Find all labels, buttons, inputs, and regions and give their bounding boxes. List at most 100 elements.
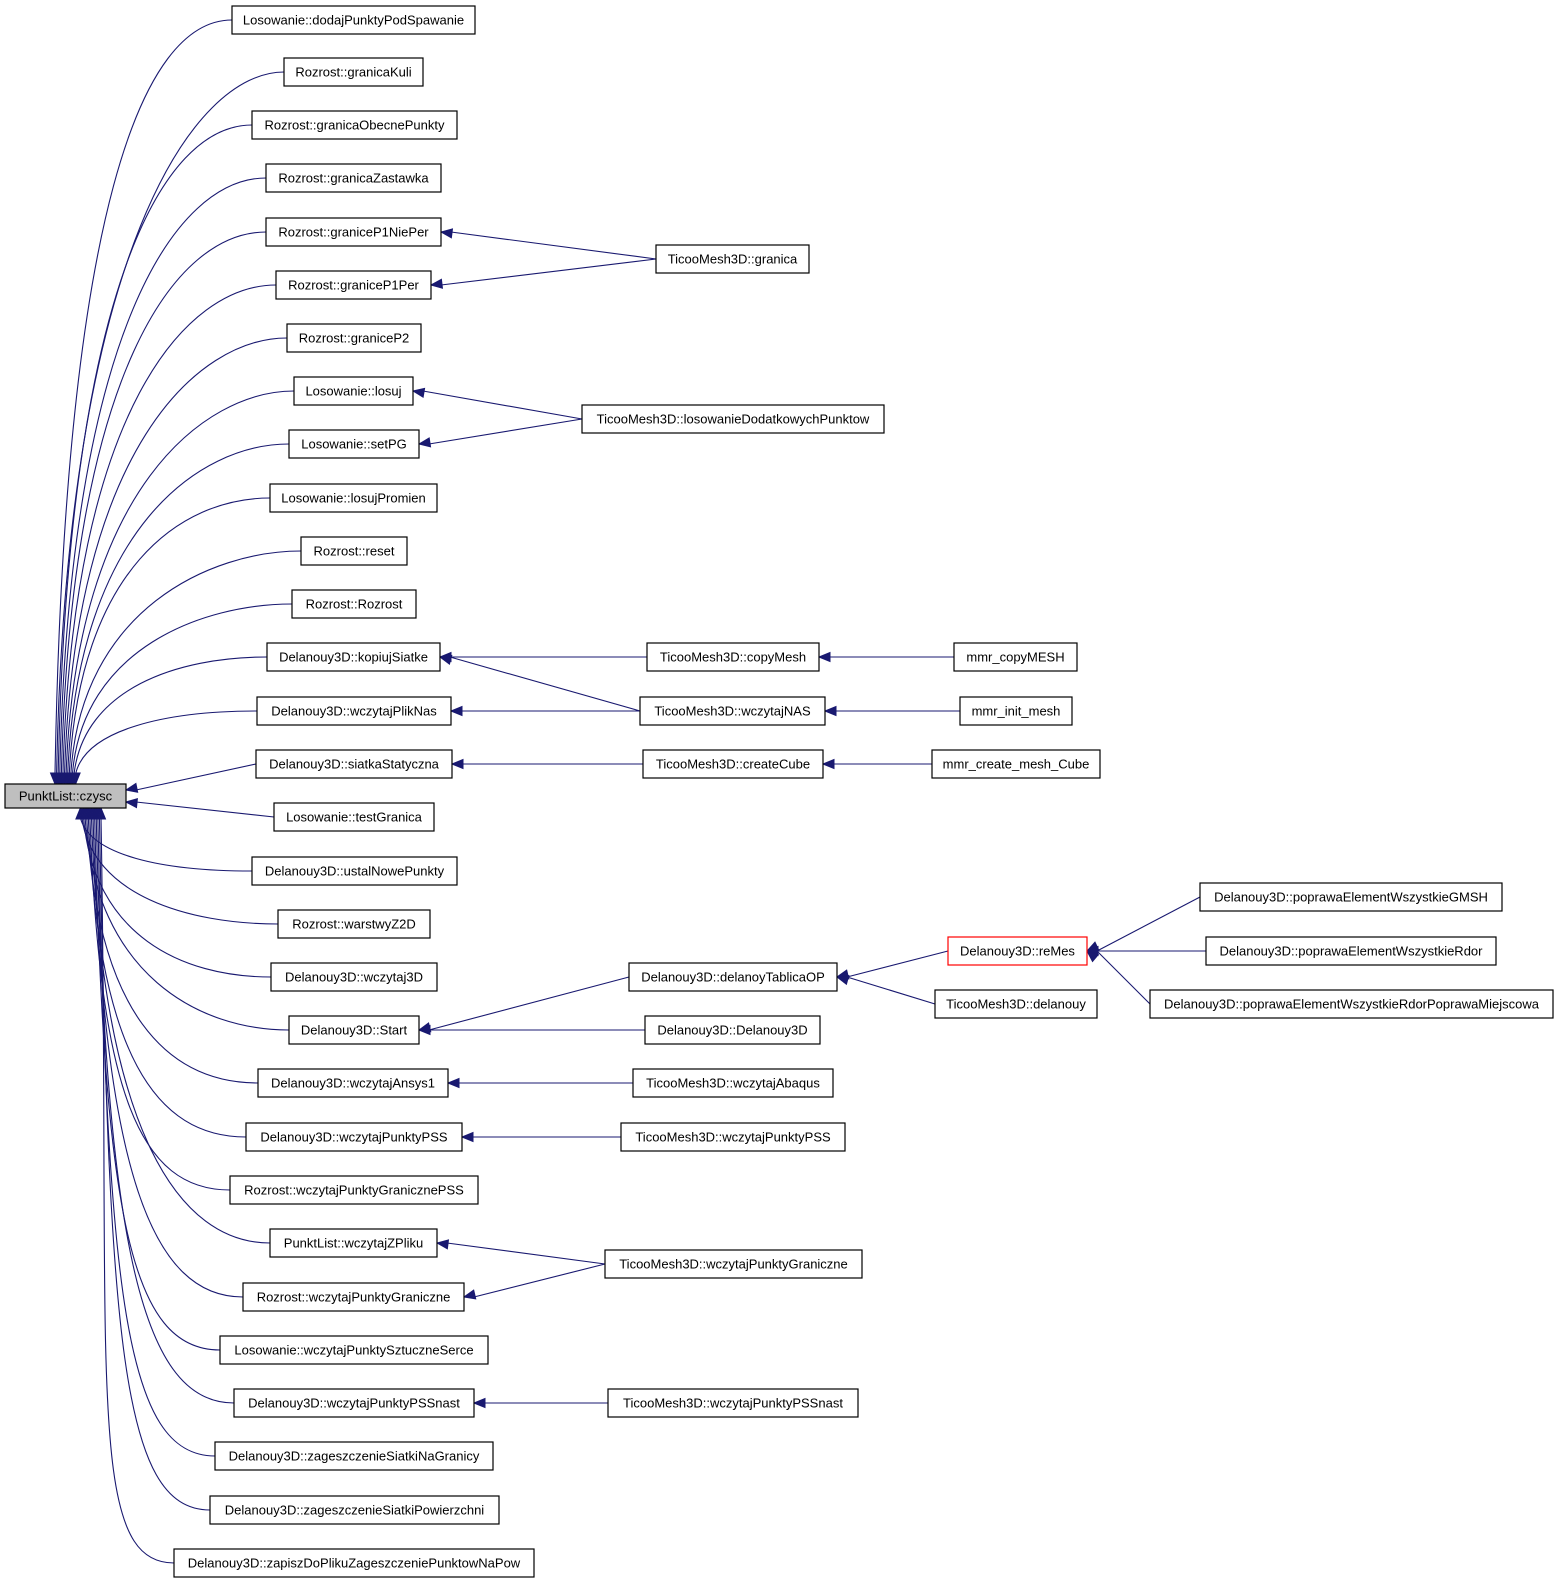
edge-n28-to-root (97, 817, 216, 1457)
node-mmr-copymesh[interactable]: mmr_copyMESH (953, 642, 1078, 672)
node-delanouy3d-wczytajpunktypssnast[interactable]: Delanouy3D::wczytajPunktyPSSnast (233, 1388, 475, 1418)
node-delanouy3d-wczytajpliknas[interactable]: Delanouy3D::wczytajPlikNas (256, 696, 452, 726)
node-label: Losowanie::dodajPunktyPodSpawanie (243, 13, 464, 28)
node-rozrost-granicakuli[interactable]: Rozrost::granicaKuli (283, 57, 424, 87)
node-delanouy3d-delanoytablicaop[interactable]: Delanouy3D::delanoyTablicaOP (628, 962, 838, 992)
node-label: TicooMesh3D::createCube (656, 757, 810, 772)
edge-line (94, 817, 221, 1351)
node-rozrost-reset[interactable]: Rozrost::reset (300, 536, 408, 566)
node-label: TicooMesh3D::delanouy (946, 997, 1086, 1012)
edge-n5-to-root (60, 231, 267, 775)
edge-n3-to-root (57, 124, 253, 775)
node-ticoomesh3d-losowaniedodatkowychpunktow[interactable]: TicooMesh3D::losowanieDodatkowychPunktow (581, 404, 885, 434)
node-box (639, 696, 826, 726)
node-label: mmr_init_mesh (972, 704, 1061, 719)
edge-p5-to-m6-arrow (835, 974, 850, 986)
node-box (275, 270, 432, 300)
node-box (242, 1282, 465, 1312)
edge-n17-to-root (79, 817, 253, 872)
node-ticoomesh3d-copymesh[interactable]: TicooMesh3D::copyMesh (646, 642, 820, 672)
edge-line (846, 950, 949, 978)
node-label: TicooMesh3D::wczytajAbaqus (646, 1076, 820, 1091)
node-label: mmr_copyMESH (966, 650, 1064, 665)
edge-n29-to-root (98, 817, 211, 1511)
edge-line (1096, 896, 1201, 952)
node-ticoomesh3d-delanouy[interactable]: TicooMesh3D::delanouy (934, 989, 1098, 1019)
edge-line (449, 656, 641, 712)
node-layer: PunktList::czysc Losowanie::dodajPunktyPo… (4, 5, 1554, 1578)
node-ticoomesh3d-wczytajpunktygraniczne[interactable]: TicooMesh3D::wczytajPunktyGraniczne (604, 1249, 863, 1279)
edge-p2-to-m4-arrow (823, 705, 837, 717)
node-box (273, 802, 435, 832)
node-delanouy3d-poprawaelementwszystkiegmsh[interactable]: Delanouy3D::poprawaElementWszystkieGMSH (1199, 882, 1503, 912)
node-box (214, 1441, 494, 1471)
node-rozrost-granicaobecnepunkty[interactable]: Rozrost::granicaObecnePunkty (251, 110, 458, 140)
node-losowanie-losujpromien[interactable]: Losowanie::losujPromien (269, 483, 438, 513)
node-losowanie-wczytajpunktysztuczneserce[interactable]: Losowanie::wczytajPunktySztuczneSerce (219, 1335, 489, 1365)
node-delanouy3d-poprawaelementwszystkierdor[interactable]: Delanouy3D::poprawaElementWszystkieRdor (1205, 936, 1497, 966)
node-ticoomesh3d-createcube[interactable]: TicooMesh3D::createCube (642, 749, 824, 779)
node-losowanie-losuj[interactable]: Losowanie::losuj (293, 376, 414, 406)
node-delanouy3d-start[interactable]: Delanouy3D::Start (288, 1015, 420, 1045)
node-label: Losowanie::losuj (305, 384, 401, 399)
edge-line (473, 1263, 606, 1298)
edge-m5-to-n15-arrow (450, 758, 464, 770)
node-box (293, 376, 414, 406)
node-label: TicooMesh3D::wczytajPunktyPSSnast (623, 1396, 843, 1411)
edge-m2-to-n8 (422, 390, 583, 420)
edge-line (75, 710, 258, 775)
node-rozrost-warstwyz2d[interactable]: Rozrost::warstwyZ2D (277, 909, 431, 939)
node-delanouy3d-zageszczeniesiatkinagranicy[interactable]: Delanouy3D::zageszczenieSiatkiNaGranicy (214, 1441, 494, 1471)
node-mmr-init-mesh[interactable]: mmr_init_mesh (959, 696, 1073, 726)
node-ticoomesh3d-wczytajnas[interactable]: TicooMesh3D::wczytajNAS (639, 696, 826, 726)
node-rozrost-rozrost[interactable]: Rozrost::Rozrost (291, 589, 417, 619)
edge-m9-to-n22-arrow (460, 1131, 474, 1143)
node-losowanie-testgranica[interactable]: Losowanie::testGranica (273, 802, 435, 832)
node-delanouy3d-ustalnowepunkty[interactable]: Delanouy3D::ustalNowePunkty (251, 856, 458, 886)
node-rozrost-granicazastawka[interactable]: Rozrost::granicaZastawka (265, 163, 442, 193)
node-punktlist-czysc[interactable]: PunktList::czysc (4, 783, 127, 809)
node-ticoomesh3d-wczytajpunktypss[interactable]: TicooMesh3D::wczytajPunktyPSS (620, 1122, 846, 1152)
node-delanouy3d-remes[interactable]: Delanouy3D::reMes (947, 936, 1088, 966)
edge-line (428, 976, 630, 1031)
node-delanouy3d-poprawaelementwszystkierdorpoprawamiejscowa[interactable]: Delanouy3D::poprawaElementWszystkieRdorP… (1149, 989, 1554, 1019)
node-mmr-create-mesh-cube[interactable]: mmr_create_mesh_Cube (931, 749, 1101, 779)
node-box (251, 856, 458, 886)
node-punktlist-wczytajzpliku[interactable]: PunktList::wczytajZPliku (269, 1228, 438, 1258)
node-rozrost-wczytajpunktygraniczne[interactable]: Rozrost::wczytajPunktyGraniczne (242, 1282, 465, 1312)
node-box (173, 1548, 535, 1578)
node-delanouy3d-delanouy3d[interactable]: Delanouy3D::Delanouy3D (644, 1015, 821, 1045)
node-delanouy3d-wczytajpunktypss[interactable]: Delanouy3D::wczytajPunktyPSS (245, 1122, 463, 1152)
node-losowanie-setpg[interactable]: Losowanie::setPG (288, 429, 420, 459)
edge-m1-to-n6 (440, 258, 657, 286)
node-box (642, 749, 824, 779)
node-box (1205, 936, 1497, 966)
node-ticoomesh3d-granica[interactable]: TicooMesh3D::granica (655, 244, 810, 274)
edge-m4-to-n13 (449, 656, 641, 712)
edge-line (70, 550, 302, 775)
edge-n30-to-root-arrow (95, 806, 107, 820)
node-delanouy3d-kopiujsiatke[interactable]: Delanouy3D::kopiujSiatke (266, 642, 441, 672)
node-label: Rozrost::wczytajPunktyGranicznePSS (244, 1183, 464, 1198)
node-ticoomesh3d-wczytajpunktypssnast[interactable]: TicooMesh3D::wczytajPunktyPSSnast (607, 1388, 859, 1418)
node-box (255, 749, 453, 779)
node-rozrost-granicep2[interactable]: Rozrost::graniceP2 (286, 323, 422, 353)
node-rozrost-granicep1nieper[interactable]: Rozrost::graniceP1NiePer (265, 217, 442, 247)
node-delanouy3d-siatkastatyczna[interactable]: Delanouy3D::siatkaStatyczna (255, 749, 453, 779)
node-delanouy3d-wczytajansys1[interactable]: Delanouy3D::wczytajAnsys1 (257, 1068, 449, 1098)
node-rozrost-wczytajpunktygranicznepss[interactable]: Rozrost::wczytajPunktyGranicznePSS (229, 1175, 479, 1205)
edge-line (56, 71, 285, 775)
node-delanouy3d-wczytaj3d[interactable]: Delanouy3D::wczytaj3D (270, 962, 438, 992)
node-label: Delanouy3D::poprawaElementWszystkieGMSH (1214, 890, 1488, 905)
node-box (607, 1388, 859, 1418)
node-box (233, 1388, 475, 1418)
node-delanouy3d-zapiszdoplikuzageszczeniepunktownapow[interactable]: Delanouy3D::zapiszDoPlikuZageszczeniePun… (173, 1548, 535, 1578)
node-losowanie-dodajpunktypodspawanie[interactable]: Losowanie::dodajPunktyPodSpawanie (231, 5, 476, 35)
node-box (257, 1068, 449, 1098)
edge-n1-to-root (54, 19, 233, 775)
edge-q3-to-p4-arrow (1085, 950, 1100, 963)
node-rozrost-granicep1per[interactable]: Rozrost::graniceP1Per (275, 270, 432, 300)
node-delanouy3d-zageszczeniesiatkipowierzchni[interactable]: Delanouy3D::zageszczenieSiatkiPowierzchn… (209, 1495, 500, 1525)
node-ticoomesh3d-wczytajabaqus[interactable]: TicooMesh3D::wczytajAbaqus (632, 1068, 834, 1098)
edge-n14-to-root (75, 710, 258, 775)
